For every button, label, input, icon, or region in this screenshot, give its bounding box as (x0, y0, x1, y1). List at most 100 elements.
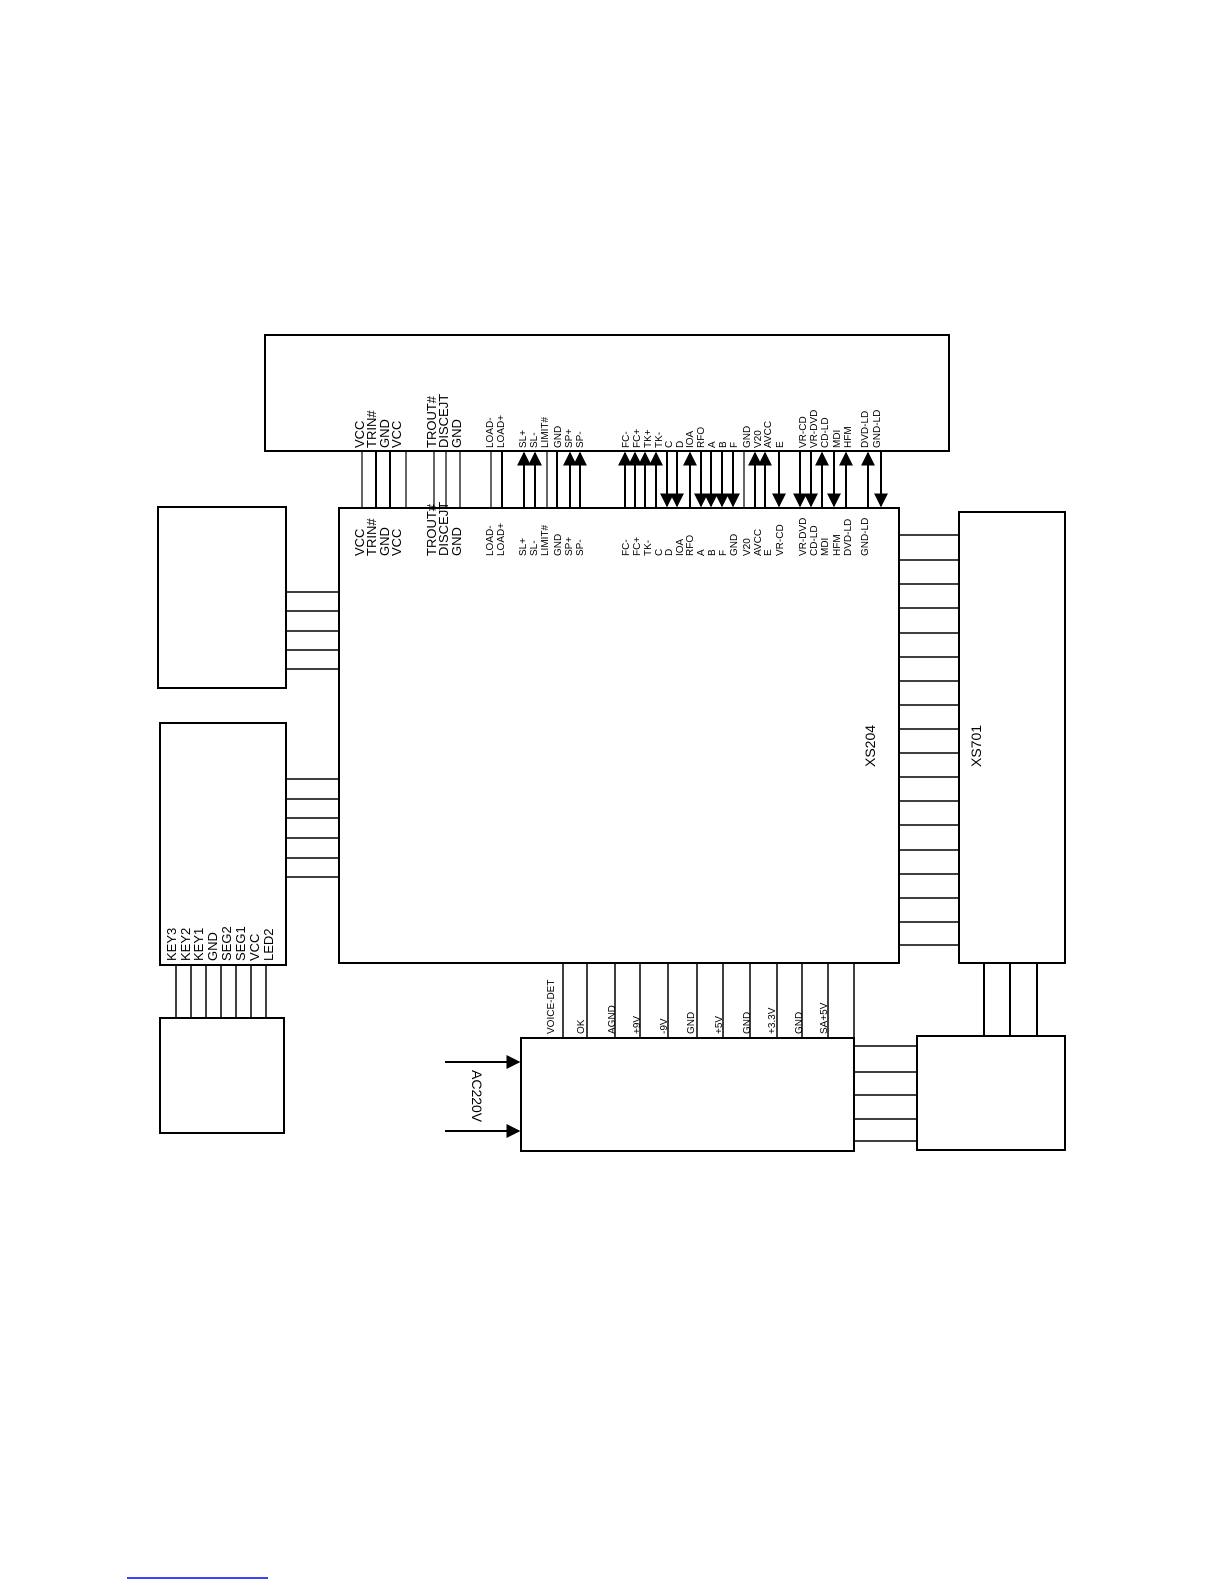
main-pin-label-13: GND (553, 534, 564, 556)
power-pin-label-6: GND (686, 1012, 697, 1034)
keypad-cable (175, 965, 267, 1018)
loader-pin-label-18: TK+ (643, 429, 654, 448)
main-pin-label-28: AVCC (753, 529, 764, 556)
power-pin-label-1: VOICE-DET (546, 980, 557, 1034)
main-board (338, 507, 900, 964)
main-pin-label-3: GND (377, 527, 392, 556)
left-upper-board (157, 506, 287, 689)
audio-board (916, 1035, 1066, 1151)
loader-pin-label-31: VR-CD (798, 416, 809, 448)
main-pin-label-10: SL+ (518, 538, 529, 556)
loader-pin-label-23: RFO (696, 427, 707, 448)
power-pin-label-8: GND (742, 1012, 753, 1034)
panel-pin-label-3: KEY1 (191, 928, 206, 961)
loader-pin-label-29: AVCC (763, 421, 774, 448)
loader-pin-label-20: C (664, 441, 675, 448)
xs701-label: XS701 (968, 725, 984, 767)
panel-cable (286, 778, 339, 878)
main-pin-label-17: FC+ (632, 537, 643, 556)
main-pin-label-32: CD-LD (809, 525, 820, 556)
loader-pin-label-25: B (718, 441, 729, 448)
main-pin-label-9: LOAD+ (496, 523, 507, 556)
loader-pin-label-35: HFM (843, 426, 854, 448)
xs701-cable (899, 534, 959, 946)
power-board (520, 1037, 855, 1152)
main-pin-label-27: V20 (742, 538, 753, 556)
power-pin-label-11: SA+5V (819, 1002, 830, 1034)
power-audio-cable (854, 1045, 917, 1142)
loader-pin-label-14: SP+ (564, 429, 575, 448)
main-pin-label-23: A (696, 549, 707, 556)
left-upper-cable (286, 591, 339, 670)
loader-pin-label-4: VCC (389, 421, 404, 448)
main-pin-label-14: SP+ (564, 537, 575, 556)
loader-pin-label-19: TK- (654, 432, 665, 448)
power-pin-label-5: -9V (659, 1018, 670, 1034)
main-pin-label-11: SL- (529, 540, 540, 556)
main-pin-label-8: LOAD- (485, 525, 496, 556)
loader-pin-label-36: DVD-LD (860, 411, 871, 448)
xs204-label: XS204 (862, 725, 878, 767)
main-pin-label-2: TRIN# (364, 518, 379, 556)
main-pin-label-7: GND (449, 527, 464, 556)
panel-pin-label-7: VCC (247, 934, 262, 961)
loader-pin-label-7: GND (449, 419, 464, 448)
xs701-audio-cable (983, 963, 1038, 1036)
panel-pin-label-5: SEG2 (219, 926, 234, 961)
main-pin-label-15: SP- (575, 539, 586, 556)
loader-pin-label-10: SL+ (518, 430, 529, 448)
power-pin-label-3: AGND (607, 1005, 618, 1034)
main-pin-label-26: GND (729, 534, 740, 556)
loader-pin-label-16: FC- (621, 431, 632, 448)
panel-board (159, 722, 287, 966)
xs701-board (958, 511, 1066, 964)
main-pin-label-6: DISCEJT (436, 502, 451, 556)
power-pin-label-9: +3.3V (767, 1007, 778, 1034)
ac-input-arrows (445, 1055, 521, 1138)
main-pin-label-18: TK- (643, 540, 654, 556)
main-pin-label-24: B (707, 549, 718, 556)
loader-pin-label-22: IOA (685, 430, 696, 448)
panel-pin-label-1: KEY3 (164, 928, 179, 961)
panel-pin-label-2: KEY2 (178, 928, 193, 961)
panel-pin-label-6: SEG1 (233, 926, 248, 961)
loader-pin-label-3: GND (377, 419, 392, 448)
loader-pin-label-8: LOAD- (485, 417, 496, 448)
loader-pin-label-21: D (675, 441, 686, 448)
main-pin-label-34: HFM (832, 534, 843, 556)
power-cable (562, 963, 855, 1038)
loader-board (264, 334, 950, 452)
power-pin-label-7: +5V (714, 1016, 725, 1034)
loader-pin-label-2: TRIN# (364, 410, 379, 448)
loader-pin-label-9: LOAD+ (496, 415, 507, 448)
power-pin-label-2: OK (576, 1019, 587, 1034)
loader-pin-label-15: SP- (575, 431, 586, 448)
panel-pin-label-8: LED2 (261, 928, 276, 961)
loader-pin-label-11: SL- (529, 432, 540, 448)
main-pin-label-21: IOA (675, 538, 686, 556)
loader-pin-label-27: GND (742, 426, 753, 448)
main-pin-label-22: RFO (685, 535, 696, 556)
loader-cable (361, 451, 888, 508)
loader-pin-label-5: TROUT# (424, 395, 439, 448)
panel-pin-label-4: GND (205, 932, 220, 961)
power-pin-label-10: GND (794, 1012, 805, 1034)
main-pin-label-25: F (718, 550, 729, 556)
main-pin-label-1: VCC (352, 529, 367, 556)
loader-pin-label-13: GND (553, 426, 564, 448)
loader-pin-label-12: LIMIT# (540, 416, 551, 448)
loader-pin-label-26: F (729, 442, 740, 448)
main-pin-label-29: E (763, 549, 774, 556)
loader-pin-label-34: MDI (832, 430, 843, 448)
keypad-board (159, 1017, 285, 1134)
main-pin-label-20: D (664, 549, 675, 556)
main-pin-label-19: C (654, 549, 665, 556)
main-pin-label-36: GND-LD (860, 518, 871, 556)
main-pin-label-12: LIMIT# (540, 524, 551, 556)
loader-pin-label-37: GND-LD (872, 410, 883, 448)
loader-pin-label-1: VCC (352, 421, 367, 448)
